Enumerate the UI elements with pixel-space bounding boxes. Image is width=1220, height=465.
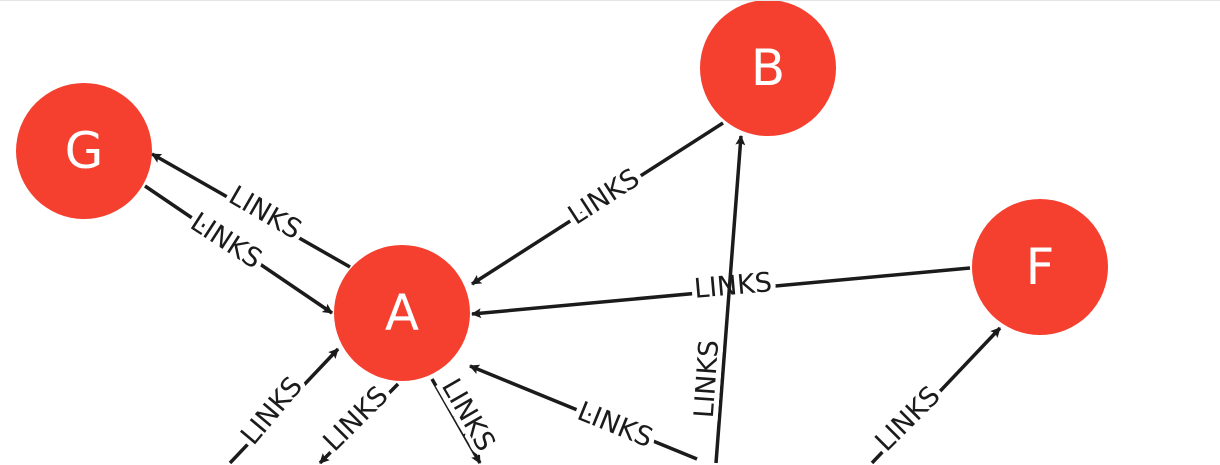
edge-arrow[interactable] bbox=[144, 184, 333, 315]
edge-offscreen-A[interactable]: LINKS bbox=[469, 364, 698, 461]
edge-label: LINKS bbox=[869, 380, 946, 457]
node-F[interactable]: F bbox=[972, 199, 1108, 335]
edge-offscreen-A[interactable]: LINKS bbox=[228, 347, 340, 464]
edge-arrow[interactable] bbox=[870, 326, 1002, 464]
edge-label: LINKS bbox=[317, 380, 394, 457]
node-circle[interactable] bbox=[700, 1, 836, 136]
nodes-layer: G B A F bbox=[16, 1, 1108, 381]
node-circle[interactable] bbox=[334, 245, 470, 381]
edge-arrow[interactable] bbox=[430, 378, 482, 464]
node-A[interactable]: A bbox=[334, 245, 470, 381]
node-label: F bbox=[1026, 238, 1055, 296]
edge-arrow[interactable] bbox=[714, 135, 746, 464]
edge-A-offscreen[interactable]: LINKS bbox=[430, 368, 506, 464]
edge-arrow[interactable] bbox=[151, 152, 351, 269]
edge-label: LINKS bbox=[435, 373, 501, 456]
edge-B-A[interactable]: LINKS bbox=[471, 121, 724, 286]
edge-offscreen-F[interactable]: LINKS bbox=[864, 326, 1002, 464]
node-label: G bbox=[65, 122, 104, 180]
edge-arrow[interactable] bbox=[318, 382, 400, 464]
edge-arrow[interactable] bbox=[471, 121, 724, 286]
node-B[interactable]: B bbox=[700, 1, 836, 136]
edge-A-offscreen[interactable]: LINKS bbox=[312, 375, 400, 464]
node-circle[interactable] bbox=[972, 199, 1108, 335]
node-label: B bbox=[751, 39, 785, 97]
edge-label: LINKS bbox=[693, 267, 773, 305]
node-label: A bbox=[385, 284, 419, 342]
edge-arrow[interactable] bbox=[471, 266, 971, 319]
node-G[interactable]: G bbox=[16, 83, 152, 219]
edge-label: LINKS bbox=[235, 371, 309, 451]
edge-label: LINKS bbox=[563, 163, 645, 232]
edge-arrow[interactable] bbox=[228, 347, 340, 464]
edge-label: LINKS bbox=[689, 339, 725, 419]
node-circle[interactable] bbox=[16, 83, 152, 219]
edge-F-A[interactable]: LINKS bbox=[471, 262, 971, 319]
edge-label: LINKS bbox=[573, 396, 657, 454]
edge-arrow[interactable] bbox=[469, 364, 698, 461]
